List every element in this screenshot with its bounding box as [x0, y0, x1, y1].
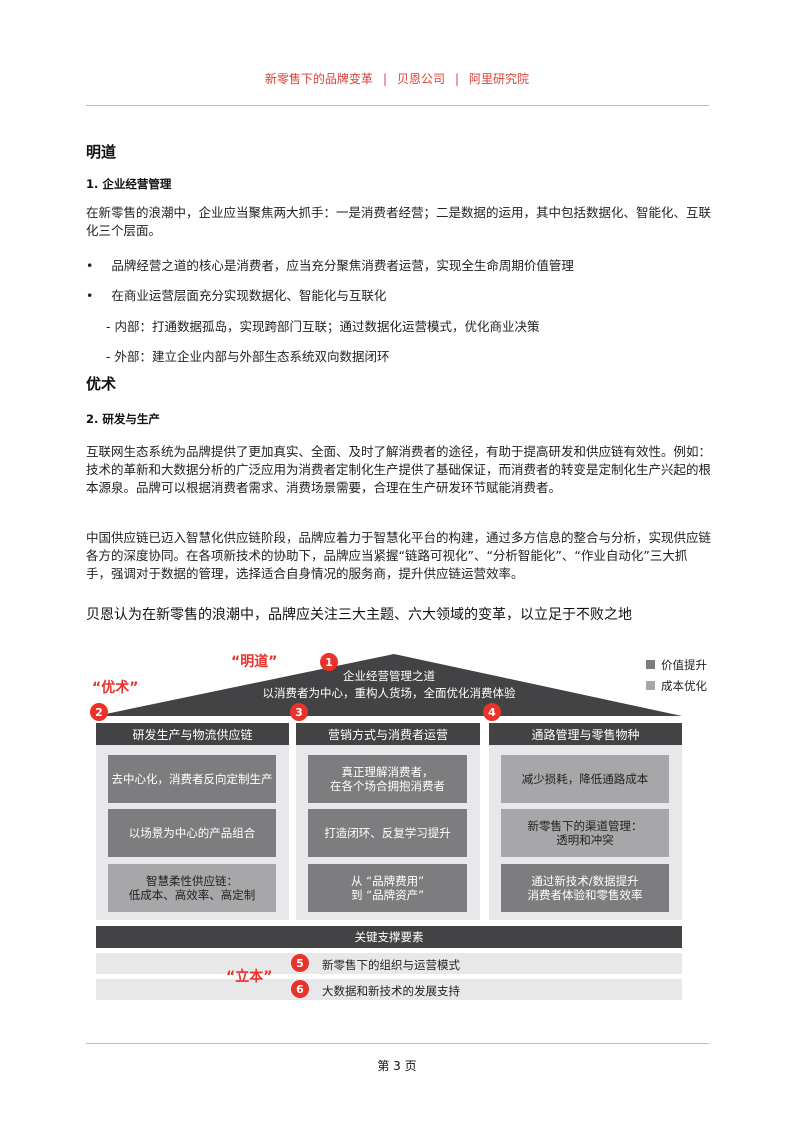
roof-title: 企业经营管理之道: [343, 669, 435, 683]
section-title: 优术: [86, 375, 117, 393]
footer-divider: [86, 1043, 709, 1044]
number-badge-6: 6: [291, 980, 309, 998]
paragraph: 在新零售的浪潮中，企业应当聚焦两大抓手：一是消费者经营；二是数据的运用，其中包括…: [86, 205, 712, 238]
number-badge-1: 1: [320, 653, 338, 671]
pillar-box: 真正理解消费者， 在各个场合拥抱消费者: [308, 755, 467, 803]
pillar-box: 智慧柔性供应链： 低成本、高效率、高定制: [108, 864, 276, 912]
header-author: 贝恩公司: [396, 72, 445, 86]
header-divider: [86, 105, 709, 106]
pillar-box: 通过新技术/数据提升 消费者体验和零售效率: [501, 864, 669, 912]
pillar-column: 营销方式与消费者运营真正理解消费者， 在各个场合拥抱消费者打造闭环、反复学习提升…: [296, 723, 480, 920]
subsection-title: 2. 研发与生产: [86, 412, 160, 426]
diagram-lead: 贝恩认为在新零售的浪潮中，品牌应关注三大主题、六大领域的变革，以立足于不败之地: [86, 607, 632, 623]
sub-item: - 外部：建立企业内部与外部生态系统双向数据闭环: [106, 349, 390, 364]
pillar-title: 营销方式与消费者运营: [296, 723, 480, 745]
support-row-5: 5 新零售下的组织与运营模式: [96, 953, 682, 974]
number-badge-3: 3: [290, 703, 308, 721]
pillar-box: 从 “品牌费用” 到 “品牌资产”: [308, 864, 467, 912]
section-title: 明道: [86, 143, 117, 161]
pillar-title: 通路管理与零售物种: [489, 723, 682, 745]
pillar-box: 新零售下的渠道管理： 透明和冲突: [501, 809, 669, 857]
pillar-box: 以场景为中心的产品组合: [108, 809, 276, 857]
header-title: 新零售下的品牌变革: [264, 72, 373, 86]
label-liben: “立本”: [226, 969, 273, 985]
label-mingdao: “明道”: [231, 654, 278, 670]
subsection-title: 1. 企业经营管理: [86, 177, 172, 191]
label-youshu: “优术”: [92, 680, 139, 696]
pillar-column: 通路管理与零售物种减少损耗，降低通路成本新零售下的渠道管理： 透明和冲突通过新技…: [489, 723, 682, 920]
support-row-text: 新零售下的组织与运营模式: [322, 958, 460, 972]
number-badge-5: 5: [291, 954, 309, 972]
number-badge-4: 4: [483, 703, 501, 721]
bullet-item: •在商业运营层面充分实现数据化、智能化与互联化: [86, 288, 387, 303]
bullet-item: •品牌经营之道的核心是消费者，应当充分聚焦消费者运营，实现全生命周期价值管理: [86, 258, 574, 273]
sub-item: - 内部：打通数据孤岛，实现跨部门互联；通过数据化运营模式，优化商业决策: [106, 319, 540, 334]
running-header: 新零售下的品牌变革|贝恩公司|阿里研究院: [264, 72, 530, 86]
legend-item-cost: 成本优化: [646, 676, 707, 697]
legend: 价值提升 成本优化: [646, 655, 707, 697]
roof-subtitle: 以消费者为中心，重构人货场，全面优化消费体验: [262, 686, 516, 700]
paragraph: 中国供应链已迈入智慧化供应链阶段，品牌应着力于智慧化平台的构建，通过多方信息的整…: [86, 530, 712, 581]
roof-text: 企业经营管理之道 以消费者为中心，重构人货场，全面优化消费体验: [200, 668, 578, 702]
paragraph: 互联网生态系统为品牌提供了更加真实、全面、及时了解消费者的途径，有助于提高研发和…: [86, 444, 712, 495]
support-row-6: 6 大数据和新技术的发展支持: [96, 979, 682, 1000]
number-badge-2: 2: [90, 703, 108, 721]
key-support-bar: 关键支撑要素: [96, 926, 682, 948]
pillar-box: 打造闭环、反复学习提升: [308, 809, 467, 857]
page-number: 第 3 页: [377, 1059, 417, 1073]
header-partner: 阿里研究院: [469, 72, 530, 86]
legend-item-value: 价值提升: [646, 655, 707, 676]
pillar-box: 减少损耗，降低通路成本: [501, 755, 669, 803]
pillar-box: 去中心化，消费者反向定制生产: [108, 755, 276, 803]
pillar-title: 研发生产与物流供应链: [96, 723, 289, 745]
pillar-column: 研发生产与物流供应链去中心化，消费者反向定制生产以场景为中心的产品组合智慧柔性供…: [96, 723, 289, 920]
support-row-text: 大数据和新技术的发展支持: [322, 984, 460, 998]
